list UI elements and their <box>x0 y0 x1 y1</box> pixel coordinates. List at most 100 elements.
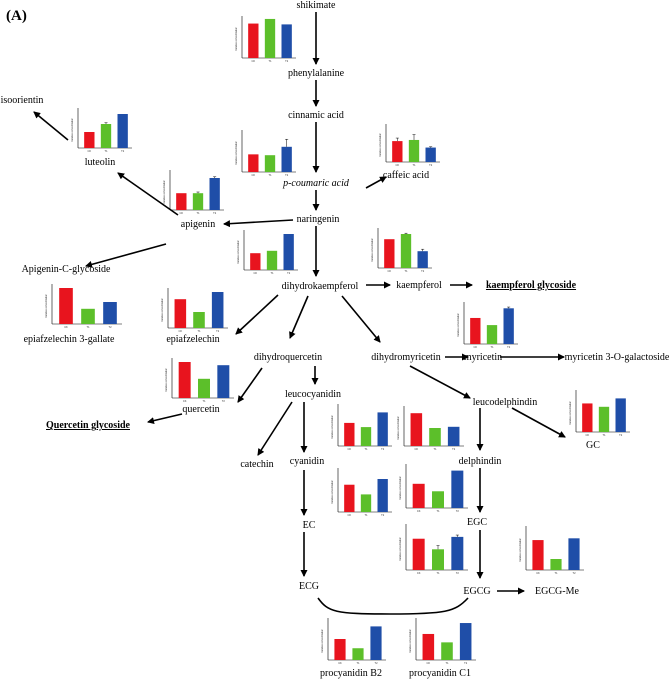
x-tick-label: T2 <box>456 571 460 575</box>
bar-T1 <box>441 642 453 660</box>
bracket-ECG-EGCG <box>317 597 469 615</box>
label-EGC: EGC <box>467 517 487 528</box>
bar-T2 <box>568 538 580 570</box>
label-dihydromyricetin: dihydromyricetin <box>371 352 440 363</box>
x-tick-label: T2 <box>285 173 289 177</box>
x-tick-label: T2 <box>452 447 456 451</box>
bar-T1 <box>352 648 364 660</box>
bar-CK <box>412 538 425 570</box>
x-tick-label: CK <box>183 399 187 403</box>
label-kaempferol: kaempferol <box>396 280 442 291</box>
y-axis-label: Relative concentration <box>71 118 74 142</box>
label-shikimate: shikimate <box>297 0 336 11</box>
arrow-dhk-dhm <box>341 295 381 343</box>
arrow-apigenin-luteolin <box>117 172 179 216</box>
y-axis-label: Relative concentration <box>409 629 412 653</box>
y-axis-label: Relative concentration <box>331 415 334 439</box>
bar-T1 <box>598 406 610 432</box>
arrow-luteolin-isoorientin <box>33 111 69 141</box>
label-p-coumaric-acid: p-coumaric acid <box>282 178 350 189</box>
bar-CK <box>248 23 259 59</box>
x-tick-label: T1 <box>364 513 368 517</box>
x-tick-label: T2 <box>213 211 217 215</box>
bar-T2 <box>377 412 388 446</box>
y-axis-label: Relative concentration <box>235 27 238 51</box>
bar-CK <box>84 132 95 148</box>
label-apigenin-c-glycoside: Apigenin-C-glycoside <box>22 264 111 275</box>
bar-T2 <box>283 234 294 270</box>
bar-T1 <box>264 155 276 172</box>
bar-T1 <box>264 18 276 58</box>
bar-T1 <box>192 193 204 210</box>
label-EGCG: EGCG <box>463 586 490 597</box>
y-axis-label: Relative concentration <box>45 294 48 318</box>
bar-CK <box>248 154 259 172</box>
y-axis-label: Relative concentration <box>399 537 402 561</box>
bar-CK <box>250 253 261 270</box>
x-tick-label: T1 <box>433 447 437 451</box>
bar-CK <box>176 193 187 210</box>
x-tick-label: CK <box>338 661 342 665</box>
y-axis-label: Relative concentration <box>321 629 324 653</box>
x-tick-label: T1 <box>554 571 558 575</box>
x-tick-label: CK <box>180 211 184 215</box>
y-axis-label: Relative concentration <box>397 416 400 440</box>
y-axis-label: Relative concentration <box>569 401 572 425</box>
label-cyanidin: cyanidin <box>290 456 324 467</box>
x-tick-label: T1 <box>364 447 368 451</box>
bar-CK <box>174 299 187 328</box>
label-myricetin: myricetin <box>464 352 502 363</box>
bar-CK <box>334 639 346 660</box>
arrow-dhm-leucodelphindin <box>409 365 471 399</box>
label-catechin: catechin <box>240 459 273 470</box>
x-tick-label: T2 <box>287 271 291 275</box>
label-quercetin-glycoside: Quercetin glycoside <box>46 420 131 431</box>
x-tick-label: T1 <box>197 329 201 333</box>
bar-T2 <box>281 24 292 58</box>
label-luteolin: luteolin <box>85 157 116 168</box>
x-tick-label: CK <box>64 325 68 329</box>
bar-CK <box>178 362 191 398</box>
label-apigenin: apigenin <box>181 219 215 230</box>
bar-T1 <box>198 378 210 398</box>
x-tick-label: T1 <box>202 399 206 403</box>
arrow-leucocyanidin-catechin <box>257 401 293 456</box>
bar-T2 <box>459 623 472 660</box>
x-tick-label: T2 <box>464 661 468 665</box>
x-tick-label: T2 <box>421 269 425 273</box>
x-tick-label: T2 <box>121 149 125 153</box>
bar-CK <box>344 484 355 512</box>
x-tick-label: CK <box>252 59 256 63</box>
bar-CK <box>470 317 481 344</box>
label-epiafzelechin: epiafzelechin <box>166 334 219 345</box>
x-tick-label: T1 <box>270 271 274 275</box>
x-tick-label: CK <box>417 571 421 575</box>
y-axis-label: Relative concentration <box>457 313 460 337</box>
y-axis-label: Relative concentration <box>519 538 522 562</box>
panel-label: (A) <box>6 8 27 24</box>
x-tick-label: T2 <box>381 513 385 517</box>
bar-T1 <box>400 234 412 268</box>
x-tick-label: CK <box>348 513 352 517</box>
label-naringenin: naringenin <box>297 214 340 225</box>
bar-T2 <box>447 426 460 446</box>
bar-T2 <box>451 470 464 508</box>
label-procyanidin-B2: procyanidin B2 <box>320 668 382 679</box>
y-axis-label: Relative concentration <box>399 476 402 500</box>
y-axis-label: Relative concentration <box>163 180 166 204</box>
x-tick-label: T2 <box>572 571 576 575</box>
x-tick-label: T1 <box>86 325 90 329</box>
x-tick-label: CK <box>417 509 421 513</box>
